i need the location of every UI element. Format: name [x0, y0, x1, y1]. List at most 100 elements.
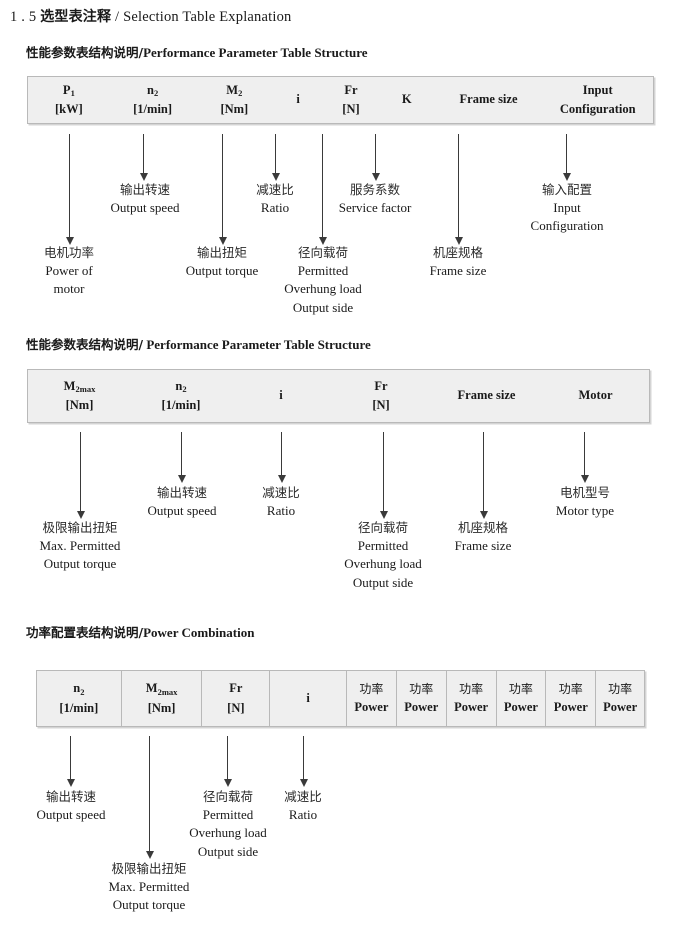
note-power-of-motor-en-2: motor	[53, 281, 85, 297]
section-heading-1-english: Performance Parameter Table Structure	[143, 45, 368, 60]
section-heading-3-english: Power Combination	[143, 625, 255, 640]
section-heading-1-separator: /	[138, 45, 144, 60]
note-overhung-load-3-en-3: Output side	[197, 843, 259, 859]
table1-col-p1: P1 [kW]	[28, 77, 110, 123]
table3-col-power-5-cn: 功率	[558, 681, 583, 696]
page-title-english: Selection Table Explanation	[123, 9, 292, 25]
table3-col-power-4-cn: 功率	[508, 681, 533, 696]
note-overhung-load-2: 径向载荷 Permitted Overhung load Output side	[344, 519, 422, 592]
note-ratio-3-cn: 减速比	[284, 789, 322, 804]
table3-col-m2max-symbol: M2max	[145, 681, 178, 697]
table1-col-m2-unit: [Nm]	[220, 102, 249, 116]
note-output-speed-2-cn: 输出转速	[156, 485, 207, 500]
note-max-permitted-output-torque-3-cn: 极限输出扭矩	[111, 861, 187, 876]
arrow-to-service-factor	[371, 134, 380, 181]
note-max-permitted-output-torque-3-en-1: Max. Permitted	[108, 878, 190, 894]
table2-col-m2max-symbol: M2max	[63, 378, 96, 395]
note-output-speed-2-en-1: Output speed	[147, 502, 217, 518]
table3-col-n2-symbol: n2	[73, 681, 85, 697]
section-heading-1-chinese: 性能参数表结构说明	[26, 45, 139, 60]
table1-col-p1-symbol: P1	[62, 82, 75, 99]
note-max-permitted-output-torque-2-en-2: Output torque	[43, 556, 117, 572]
table3-col-fr-symbol: Fr	[229, 681, 243, 696]
section-heading-3: 功率配置表结构说明/Power Combination	[26, 622, 254, 641]
arrow-to-frame-size-2	[479, 432, 488, 519]
table3-col-power-6-en: Power	[603, 700, 638, 715]
note-output-torque: 输出扭矩 Output torque	[186, 244, 259, 280]
note-max-permitted-output-torque-2: 极限输出扭矩 Max. Permitted Output torque	[40, 519, 121, 574]
table3-col-n2-subscript: 2	[80, 686, 85, 697]
note-output-speed-en-1: Output speed	[110, 199, 180, 215]
table1-col-k: K	[379, 77, 435, 123]
page-title: 1 . 5 选型表注释 / Selection Table Explanatio…	[10, 6, 292, 26]
table2-col-motor: Motor	[542, 370, 649, 422]
note-overhung-load-2-cn: 径向载荷	[357, 520, 408, 535]
table3-col-i-symbol: i	[306, 690, 310, 705]
table1-col-m2-symbol: M2	[226, 82, 243, 99]
note-input-configuration-en-2: Configuration	[530, 218, 604, 234]
note-output-speed-cn: 输出转速	[119, 182, 170, 197]
arrow-to-output-speed	[139, 134, 148, 181]
table1-col-i-symbol: i	[296, 92, 300, 107]
note-ratio-2: 减速比 Ratio	[262, 484, 300, 520]
note-output-speed-3-cn: 输出转速	[45, 789, 96, 804]
table3-col-n2: n2 [1/min]	[37, 671, 121, 726]
note-power-of-motor: 电机功率 Power of motor	[44, 244, 94, 299]
table3-col-power-5-en: Power	[553, 700, 588, 715]
table2-col-fr: Fr [N]	[331, 370, 431, 422]
note-overhung-load-en-3: Output side	[292, 299, 354, 315]
note-overhung-load-3-cn: 径向载荷	[202, 789, 253, 804]
table2-col-n2: n2 [1/min]	[131, 370, 231, 422]
table1-col-k-symbol: K	[401, 92, 412, 107]
table1-col-n2-subscript: 2	[153, 88, 159, 99]
table2-col-fr-symbol: Fr	[374, 378, 388, 393]
note-frame-size-en-1: Frame size	[429, 262, 487, 278]
section-heading-2-english: Performance Parameter Table Structure	[146, 337, 371, 352]
performance-parameter-table-1: P1 [kW] n2 [1/min] M2 [Nm] i Fr [N] K Fr…	[27, 76, 654, 124]
table2-col-n2-unit: [1/min]	[161, 398, 201, 412]
note-max-permitted-output-torque-3-en-2: Output torque	[112, 897, 186, 913]
section-heading-2-separator: /	[138, 337, 144, 352]
page-title-chinese: 选型表注释	[40, 9, 112, 25]
table1-col-fr: Fr [N]	[323, 77, 379, 123]
table3-col-power-4: 功率 Power	[495, 671, 546, 726]
note-overhung-load-2-en-2: Overhung load	[344, 556, 422, 572]
note-overhung-load-3-en-1: Permitted	[202, 806, 254, 822]
table1-col-input-configuration: Input Configuration	[542, 77, 653, 123]
arrow-to-input-configuration	[562, 134, 571, 181]
section-heading-1: 性能参数表结构说明/Performance Parameter Table St…	[26, 42, 368, 61]
table1-col-input-configuration-line1: Input	[582, 82, 613, 97]
note-ratio-2-en-1: Ratio	[266, 502, 296, 518]
note-overhung-load: 径向载荷 Permitted Overhung load Output side	[284, 244, 362, 317]
table2-col-m2max: M2max [Nm]	[28, 370, 131, 422]
table1-col-input-configuration-line2: Configuration	[559, 102, 636, 116]
arrow-to-ratio-3	[299, 736, 308, 787]
note-output-speed-3: 输出转速 Output speed	[37, 788, 106, 824]
arrow-to-overhung-load-2	[379, 432, 388, 519]
section-heading-2: 性能参数表结构说明/ Performance Parameter Table S…	[26, 334, 371, 353]
arrow-to-overhung-load	[318, 134, 327, 245]
table2-col-fr-unit: [N]	[372, 398, 390, 412]
arrow-to-output-speed-3	[66, 736, 75, 787]
arrow-to-ratio-2	[277, 432, 286, 483]
note-overhung-load-2-en-1: Permitted	[357, 537, 409, 553]
table3-col-power-6: 功率 Power	[595, 671, 644, 726]
arrow-to-output-speed-2	[177, 432, 186, 483]
table3-col-power-3-cn: 功率	[459, 681, 484, 696]
note-output-torque-cn: 输出扭矩	[196, 245, 248, 260]
note-overhung-load-3: 径向载荷 Permitted Overhung load Output side	[189, 788, 267, 861]
arrow-to-power-of-motor	[65, 134, 74, 245]
note-overhung-load-en-1: Permitted	[297, 262, 349, 278]
table1-col-frame-size-symbol: Frame size	[459, 92, 518, 107]
table3-col-power-1-en: Power	[354, 700, 389, 715]
note-input-configuration-en-1: Input	[553, 199, 581, 215]
note-input-configuration: 输入配置 Input Configuration	[531, 181, 604, 236]
table3-col-power-6-cn: 功率	[608, 681, 633, 696]
table2-col-n2-subscript: 2	[182, 384, 187, 395]
arrow-to-frame-size	[454, 134, 463, 245]
note-frame-size-2-cn: 机座规格	[457, 520, 509, 535]
table1-col-p1-subscript: 1	[70, 88, 75, 99]
note-service-factor: 服务系数 Service factor	[339, 181, 412, 217]
table3-col-fr: Fr [N]	[201, 671, 269, 726]
table3-col-m2max: M2max [Nm]	[120, 671, 202, 726]
